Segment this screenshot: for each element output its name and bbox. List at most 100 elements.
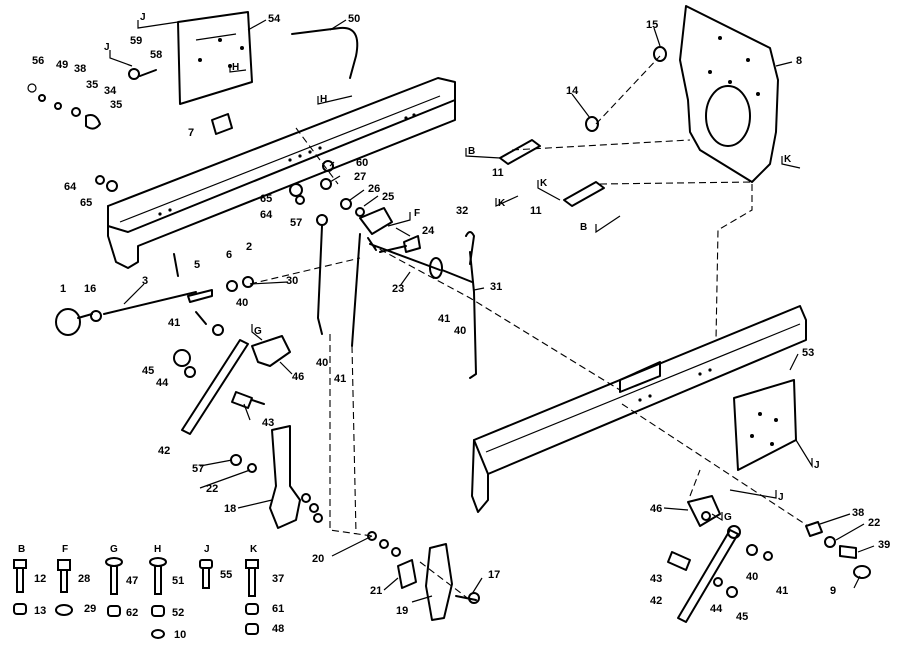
trunnion-left xyxy=(195,311,291,367)
callout: 34 xyxy=(104,85,117,97)
callout: 53 xyxy=(802,347,814,359)
legend-column-g: G 47 62 xyxy=(105,544,138,619)
lower-lever-assembly xyxy=(397,543,480,621)
callout: 56 xyxy=(32,55,44,67)
callout: 44 xyxy=(710,603,723,615)
right-frame-rail xyxy=(471,305,807,513)
callout: 19 xyxy=(396,605,408,617)
callout: 32 xyxy=(456,205,468,217)
callout: 35 xyxy=(110,99,122,111)
lever-18 xyxy=(269,425,301,529)
legend-bolt-number: 28 xyxy=(78,573,90,585)
callout: 5 xyxy=(194,259,200,271)
callout: 15 xyxy=(646,19,658,31)
callout: 49 xyxy=(56,59,68,71)
legend-extra-number: 48 xyxy=(272,623,284,635)
reference-letter: K xyxy=(540,178,548,189)
upper-side-plate xyxy=(177,11,253,105)
callout: 26 xyxy=(368,183,380,195)
legend-column-f: F 28 29 xyxy=(55,544,96,616)
callout: 41 xyxy=(334,373,346,385)
callout: 60 xyxy=(356,157,368,169)
callout: 21 xyxy=(370,585,382,597)
legend-bolt-number: 37 xyxy=(272,573,284,585)
reference-letter: J xyxy=(814,460,820,471)
callout: 14 xyxy=(566,85,579,97)
reference-letter: G xyxy=(254,326,262,337)
legend-letter: F xyxy=(62,544,68,555)
spring-pin-32 xyxy=(465,231,475,265)
callout: 57 xyxy=(290,217,302,229)
callout: 25 xyxy=(382,191,394,203)
reference-letter: B xyxy=(468,146,475,157)
callout: 64 xyxy=(260,209,273,221)
lift-rod-upper xyxy=(291,26,359,79)
callout: 8 xyxy=(796,55,802,67)
legend-nut-number: 52 xyxy=(172,607,184,619)
callout: 64 xyxy=(64,181,77,193)
callout: 24 xyxy=(422,225,435,237)
callout: 2 xyxy=(246,241,252,253)
callout: 11 xyxy=(492,167,504,179)
legend-column-b: B 12 13 xyxy=(13,544,46,617)
reference-letter: K xyxy=(498,198,506,209)
reference-letter: H xyxy=(232,62,239,73)
legend-column-k: K 37 61 48 xyxy=(245,544,284,635)
legend-letter: G xyxy=(110,544,118,555)
small-bracket xyxy=(211,113,233,135)
callout: 20 xyxy=(312,553,324,565)
callout: 31 xyxy=(490,281,502,293)
vertical-rod-right xyxy=(351,233,361,347)
callout: 41 xyxy=(438,313,450,325)
callout: 17 xyxy=(488,569,500,581)
callout: 18 xyxy=(224,503,236,515)
callout: 45 xyxy=(142,365,154,377)
callout: 27 xyxy=(354,171,366,183)
reference-letter: F xyxy=(414,208,420,219)
callout: 59 xyxy=(130,35,142,47)
callout: 65 xyxy=(80,197,92,209)
reference-letter: J xyxy=(104,42,110,53)
callout: 44 xyxy=(156,377,169,389)
legend-column-h: H 51 52 10 xyxy=(149,544,186,641)
parts-drawing xyxy=(27,5,875,623)
reference-letter: K xyxy=(784,154,792,165)
callout: 7 xyxy=(188,127,194,139)
right-side-plate xyxy=(733,379,797,471)
callout: 58 xyxy=(150,49,162,61)
left-frame-rail xyxy=(107,77,456,269)
callout: 38 xyxy=(74,63,86,75)
pin-upper xyxy=(499,139,541,165)
callout: 40 xyxy=(316,357,328,369)
callout: 1 xyxy=(60,283,66,295)
right-link-assembly xyxy=(667,495,773,623)
callout: 39 xyxy=(878,539,890,551)
reference-letter: G xyxy=(724,512,732,523)
right-hardware xyxy=(805,521,871,579)
leader-lines xyxy=(123,19,875,603)
reference-brackets xyxy=(109,20,813,522)
callout: 40 xyxy=(454,325,466,337)
legend-extra-number: 10 xyxy=(174,629,186,641)
legend-column-j: J 55 xyxy=(199,544,232,589)
legend-letter: J xyxy=(204,544,210,555)
left-hardware-stack xyxy=(27,68,157,192)
callout: 43 xyxy=(650,573,662,585)
callout: 23 xyxy=(392,283,404,295)
callout: 54 xyxy=(268,13,281,25)
legend-nut-number: 29 xyxy=(84,603,96,615)
hardware-legend: B 12 13 F 28 29 G 47 62 H xyxy=(13,544,284,641)
callout: 42 xyxy=(650,595,662,607)
pin-lower xyxy=(563,181,605,207)
callout: 30 xyxy=(286,275,298,287)
vertical-rod-left xyxy=(317,225,323,335)
bushing-14 xyxy=(585,116,599,132)
callout: 38 xyxy=(852,507,864,519)
callout: 40 xyxy=(236,297,248,309)
callout: 57 xyxy=(192,463,204,475)
legend-letter: K xyxy=(250,544,258,555)
reference-letter-labels: J J H H B K K K B F G J J G xyxy=(104,12,820,523)
legend-bolt-number: 55 xyxy=(220,569,232,581)
legend-bolt-number: 51 xyxy=(172,575,184,587)
callout: 3 xyxy=(142,275,148,287)
